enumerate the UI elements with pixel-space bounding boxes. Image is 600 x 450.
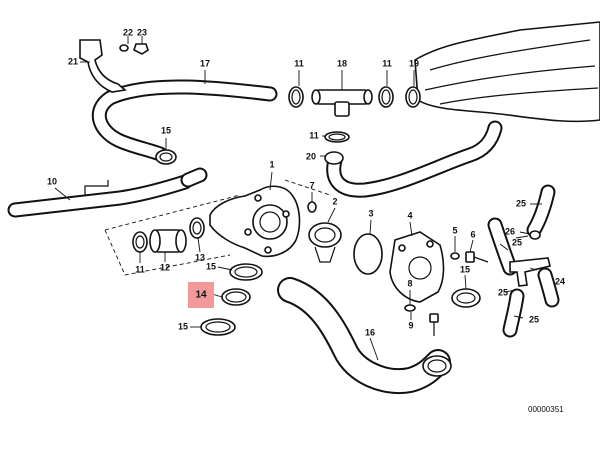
label-part-12: 12 bbox=[159, 262, 171, 273]
label-part-25-bottom: 25 bbox=[528, 314, 540, 325]
assembly-outline bbox=[104, 179, 336, 276]
washer-22 bbox=[119, 44, 129, 52]
label-part-21: 21 bbox=[67, 56, 79, 67]
bracket-21 bbox=[79, 39, 127, 93]
label-part-7: 7 bbox=[309, 180, 315, 191]
clamp-11-top-left bbox=[288, 86, 304, 108]
label-part-9: 9 bbox=[408, 320, 414, 331]
leader-lines bbox=[54, 36, 542, 361]
hose-connector-14 bbox=[221, 288, 251, 306]
clamp-11-left bbox=[132, 231, 148, 253]
housing-cover-4 bbox=[389, 231, 445, 303]
label-part-19: 19 bbox=[408, 58, 420, 69]
highlight-box-14 bbox=[188, 282, 214, 308]
label-part-11-left: 11 bbox=[135, 264, 145, 275]
hose-25-bottom-left bbox=[502, 288, 525, 338]
nut-23 bbox=[133, 43, 149, 55]
washer-5 bbox=[450, 252, 460, 260]
label-part-14: 14 bbox=[195, 289, 207, 301]
hose-stub-upper bbox=[180, 167, 208, 188]
washer-8 bbox=[404, 304, 416, 312]
label-part-16: 16 bbox=[364, 327, 376, 338]
label-part-23: 23 bbox=[136, 27, 148, 38]
label-part-4: 4 bbox=[407, 210, 413, 221]
label-part-1: 1 bbox=[269, 159, 275, 170]
clamp-26 bbox=[529, 230, 541, 240]
label-part-15-mid: 15 bbox=[205, 261, 217, 272]
clamp-15-upper bbox=[155, 149, 177, 165]
bolt-9 bbox=[429, 313, 439, 336]
hose-20 bbox=[324, 120, 503, 198]
label-part-13: 13 bbox=[194, 252, 206, 263]
label-part-25-mid: 25 bbox=[511, 237, 523, 248]
hose-25-top bbox=[526, 184, 556, 238]
hose-25-left bbox=[487, 217, 518, 276]
t-piece-24 bbox=[509, 257, 551, 287]
clamp-15-right bbox=[451, 288, 481, 308]
seal-7 bbox=[307, 201, 317, 213]
clamp-11-mid bbox=[324, 131, 350, 143]
label-part-10: 10 bbox=[46, 176, 58, 187]
hose-16 bbox=[277, 277, 452, 394]
hose-25-bottom-right bbox=[537, 267, 560, 308]
thermostat-2 bbox=[308, 222, 342, 263]
label-part-15-right: 15 bbox=[459, 264, 471, 275]
label-part-22: 22 bbox=[122, 27, 134, 38]
clamp-15-lower bbox=[200, 318, 236, 336]
hose-12 bbox=[149, 229, 187, 253]
radiator-tank bbox=[414, 21, 600, 123]
label-part-26: 26 bbox=[504, 226, 516, 237]
clamp-11-top-right bbox=[378, 86, 394, 108]
label-part-15-upper: 15 bbox=[160, 125, 172, 136]
label-part-15-lower: 15 bbox=[177, 321, 189, 332]
bolt-6 bbox=[465, 251, 489, 263]
label-part-25-top: 25 bbox=[515, 198, 527, 209]
diagram-reference-number: 00000351 bbox=[528, 405, 564, 414]
label-part-2: 2 bbox=[332, 196, 338, 207]
clamp-13 bbox=[189, 217, 205, 239]
pump-housing-1 bbox=[209, 185, 301, 258]
label-part-17: 17 bbox=[199, 58, 211, 69]
hose-17 bbox=[91, 79, 278, 162]
clamp-19 bbox=[405, 86, 421, 108]
label-part-25-left: 25 bbox=[497, 287, 509, 298]
label-part-20: 20 bbox=[305, 151, 317, 162]
label-part-11-mid: 11 bbox=[309, 130, 319, 141]
clamp-15-mid bbox=[229, 263, 263, 281]
label-part-24: 24 bbox=[554, 276, 566, 287]
label-part-11-top-right: 11 bbox=[382, 58, 392, 69]
label-part-8: 8 bbox=[407, 278, 413, 289]
label-part-6: 6 bbox=[470, 229, 476, 240]
label-part-5: 5 bbox=[452, 225, 458, 236]
o-ring-3 bbox=[353, 233, 383, 275]
label-part-18: 18 bbox=[336, 58, 348, 69]
label-part-11-top-left: 11 bbox=[294, 58, 304, 69]
t-connector-18 bbox=[311, 89, 373, 117]
label-part-3: 3 bbox=[368, 208, 374, 219]
pipe-10 bbox=[7, 174, 193, 218]
